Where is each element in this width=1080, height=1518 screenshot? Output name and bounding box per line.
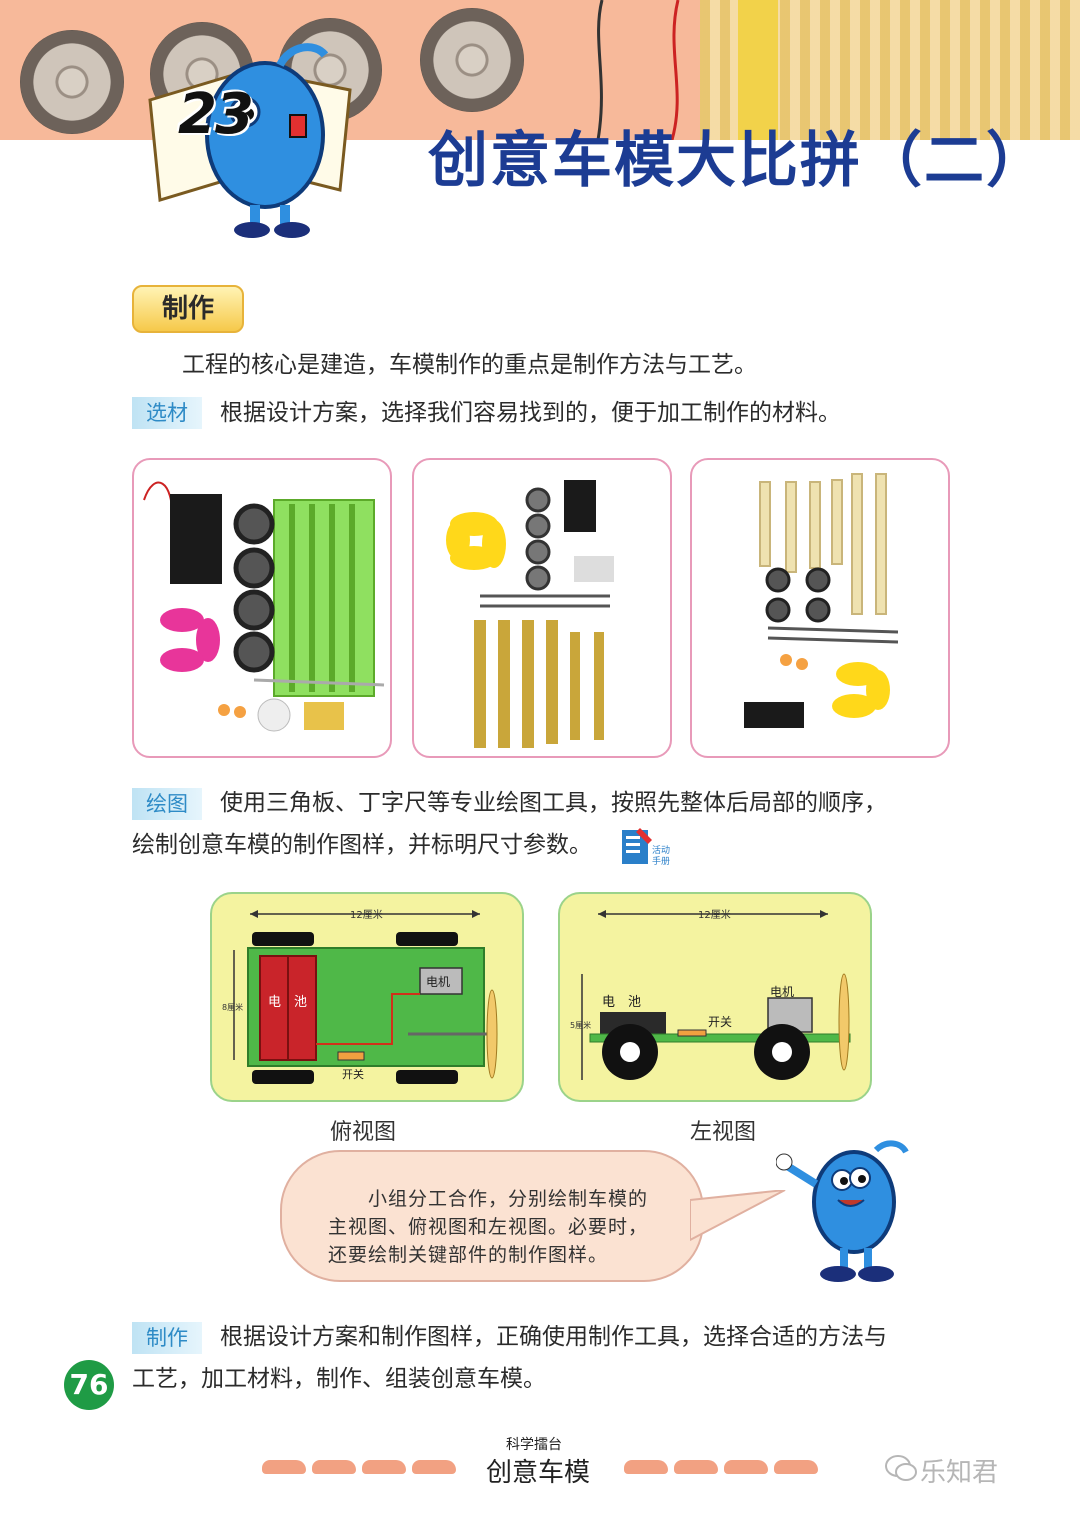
car-icon [624, 1460, 668, 1474]
top-view-width-label: 12厘米 [350, 908, 383, 921]
car-icon [362, 1460, 406, 1474]
footer-series-title: 科学擂台 [506, 1437, 562, 1453]
step-text-construction-line1: 根据设计方案和制作图样，正确使用制作工具，选择合适的方法与 [220, 1324, 887, 1350]
top-view-battery-label-2: 池 [294, 995, 307, 1010]
wire-illustration [596, 0, 604, 140]
speech-bubble-line3: 还要绘制关键部件的制作图样。 [328, 1244, 609, 1266]
header-yellow-strip [738, 0, 778, 140]
speech-bubble-tail [690, 1190, 786, 1242]
wheel-icon [20, 30, 124, 134]
side-view-width-label: 12厘米 [698, 908, 731, 921]
lesson-number: 23 [178, 82, 254, 147]
page-number-badge: 76 [64, 1360, 114, 1410]
speech-bubble-line1: 小组分工合作，分别绘制车模的 [368, 1188, 649, 1210]
step-text-drawing-line2: 绘制创意车模的制作图样，并标明尺寸参数。 [132, 832, 592, 858]
book-icon [622, 828, 652, 864]
step-tag-materials: 选材 [132, 397, 202, 429]
wechat-icon [885, 1455, 917, 1481]
car-icon [674, 1460, 718, 1474]
activity-manual-line2: 手册 [652, 857, 671, 867]
side-view-motor-label: 电机 [770, 985, 794, 999]
materials-photo-3-illustration [744, 473, 899, 728]
top-view-battery-label-1: 电 [268, 995, 281, 1010]
footer-unit-title: 创意车模 [486, 1458, 591, 1488]
materials-photo-2 [412, 458, 672, 758]
car-icon [262, 1460, 306, 1474]
wheel-icon [420, 8, 524, 112]
speech-bubble-text: 小组分工合作，分别绘制车模的 主视图、俯视图和左视图。必要时， 还要绘制关键部件… [328, 1185, 648, 1269]
red-wire-illustration [670, 0, 680, 140]
step-text-drawing-line1: 使用三角板、丁字尺等专业绘图工具，按照先整体后局部的顺序， [220, 790, 887, 816]
speech-bubble [280, 1150, 704, 1282]
top-view-motor-label: 电机 [426, 975, 450, 989]
car-icon [724, 1460, 768, 1474]
intro-text: 工程的核心是建造，车模制作的重点是制作方法与工艺。 [182, 352, 757, 378]
car-icon [774, 1460, 818, 1474]
side-view-battery-label-1: 电 [602, 995, 615, 1010]
side-view-switch-label: 开关 [708, 1015, 732, 1029]
watermark-text: 乐知君 [920, 1458, 999, 1488]
top-view-caption: 俯视图 [330, 1120, 397, 1145]
car-icon [412, 1460, 456, 1474]
side-view-drawing: 12厘米 5厘米 电 池 电机 开关 [570, 908, 851, 1080]
activity-manual-icon[interactable]: 活动 手册 [620, 826, 680, 867]
top-view-switch-label: 开关 [342, 1067, 364, 1081]
materials-photo-1-illustration [143, 481, 385, 732]
side-view-caption: 左视图 [690, 1120, 757, 1145]
materials-photo-3 [690, 458, 950, 758]
materials-photo-1 [132, 458, 392, 758]
step-tag-construction: 制作 [132, 1322, 202, 1354]
mascot-pointing-illustration [776, 1140, 909, 1282]
top-view-height-label: 8厘米 [222, 1002, 243, 1012]
step-text-construction-line2: 工艺，加工材料，制作、组装创意车模。 [132, 1366, 546, 1392]
page-title: 创意车模大比拼（二） [428, 126, 1048, 196]
section-tag-make: 制作 [132, 285, 244, 333]
step-tag-drawing: 绘图 [132, 788, 202, 820]
activity-manual-line1: 活动 [652, 846, 671, 856]
step-text-materials: 根据设计方案，选择我们容易找到的，便于加工制作的材料。 [220, 400, 841, 426]
car-icon [312, 1460, 356, 1474]
speech-bubble-line2: 主视图、俯视图和左视图。必要时， [328, 1216, 649, 1238]
side-view-diagram: 12厘米 5厘米 电 池 电机 开关 [558, 892, 872, 1102]
top-view-diagram: 12厘米 8厘米 电 池 电机 开关 [210, 892, 524, 1102]
top-view-drawing: 12厘米 8厘米 电 池 电机 开关 [222, 908, 498, 1084]
side-view-height-label: 5厘米 [570, 1020, 591, 1030]
materials-photo-2-illustration [446, 480, 614, 748]
mascot-reading-illustration [148, 43, 352, 238]
side-view-battery-label-2: 池 [628, 995, 641, 1010]
